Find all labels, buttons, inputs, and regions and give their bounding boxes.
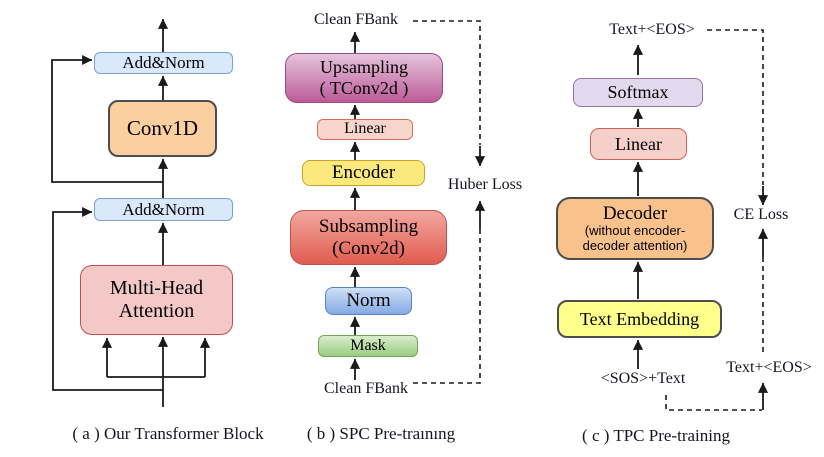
text-eos-bottom-label: Text+<EOS> xyxy=(726,359,812,376)
linear-box-c: Linear xyxy=(590,128,687,160)
caption-b: ( b ) SPC Pre-traınıng xyxy=(306,424,456,443)
conv1d-box: Conv1D xyxy=(108,100,217,157)
encoder-box: Encoder xyxy=(302,160,425,186)
decoder-subtitle: (without encoder- decoder attention) xyxy=(582,223,688,253)
decoder-box: Decoder (without encoder- decoder attent… xyxy=(556,197,714,260)
caption-c: ( c ) TPC Pre-training xyxy=(582,426,730,445)
sos-text-label: <SOS>+Text xyxy=(600,370,686,387)
text-embedding-box: Text Embedding xyxy=(557,300,722,338)
subsampling-box: Subsampling (Conv2d) xyxy=(290,210,447,265)
mask-box: Mask xyxy=(318,335,418,357)
add-norm-top-box: Add&Norm xyxy=(94,52,233,74)
c-sos-dashed-bottom xyxy=(665,395,762,411)
softmax-box: Softmax xyxy=(573,78,703,107)
norm-box: Norm xyxy=(325,287,412,315)
clean-fbank-top-label: Clean FBank xyxy=(314,11,398,28)
huber-loss-label: Huber Loss xyxy=(447,176,523,193)
multi-head-attention-box: Multi-Head Attention xyxy=(80,265,233,335)
ce-loss-label: CE Loss xyxy=(733,206,789,223)
c-loss-dashed-top xyxy=(707,29,764,185)
caption-a: ( a ) Our Transformer Block xyxy=(72,424,264,443)
text-eos-top-label: Text+<EOS> xyxy=(609,21,695,38)
decoder-title: Decoder xyxy=(602,202,668,224)
add-norm-bottom-box: Add&Norm xyxy=(94,198,233,221)
linear-box-b: Linear xyxy=(317,119,413,140)
clean-fbank-bottom-label: Clean FBank xyxy=(324,380,408,397)
upsampling-box: Upsampling ( TConv2d ) xyxy=(285,53,443,103)
